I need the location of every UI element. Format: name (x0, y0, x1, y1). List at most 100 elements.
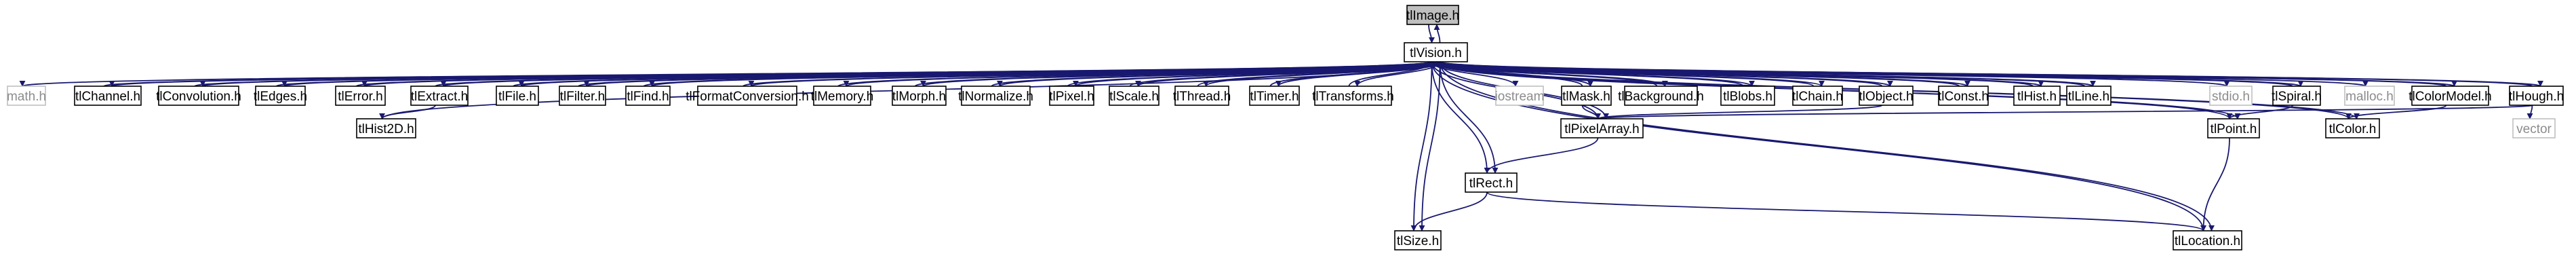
node-box (1495, 86, 1544, 106)
node-tlTransforms[interactable]: tlTransforms.h (1312, 86, 1394, 106)
node-box (1720, 86, 1775, 106)
node-tlFormatConversion[interactable]: tlFormatConversion.h (686, 86, 809, 106)
node-label: tlEdges.h (254, 90, 307, 104)
node-label: tlBackground.h (1618, 90, 1704, 104)
node-tlMask[interactable]: tlMask.h (1561, 86, 1612, 106)
node-label: tlBlobs.h (1723, 90, 1772, 104)
node-box (2013, 86, 2061, 106)
node-box (410, 86, 469, 106)
node-tlFilter[interactable]: tlFilter.h (559, 86, 606, 106)
node-box (1174, 86, 1229, 106)
node-label: tlFile.h (498, 90, 536, 104)
edge-tlImage-to-tlVision (1428, 24, 1435, 43)
node-label: tlChannel.h (75, 90, 140, 104)
node-iostream: iostream (1495, 86, 1544, 106)
edge-tlTransforms-to-tlVision (1348, 61, 1435, 87)
node-label: tlFind.h (627, 90, 669, 104)
node-tlNormalize[interactable]: tlNormalize.h (958, 86, 1033, 106)
node-tlSpiral[interactable]: tlSpiral.h (2272, 86, 2322, 106)
node-tlMemory[interactable]: tlMemory.h (811, 86, 874, 106)
node-label: tlMemory.h (811, 90, 874, 104)
node-tlMorph[interactable]: tlMorph.h (892, 86, 947, 106)
node-tlBackground[interactable]: tlBackground.h (1618, 86, 1704, 106)
node-tlColorModel[interactable]: tlColorModel.h (2409, 86, 2492, 106)
node-math: math.h (7, 86, 46, 106)
node-tlBlobs[interactable]: tlBlobs.h (1720, 86, 1775, 106)
node-box (1561, 86, 1612, 106)
node-box (7, 86, 46, 106)
node-tlRect[interactable]: tlRect.h (1465, 172, 1518, 193)
node-label: vector (2516, 122, 2552, 136)
node-label: math.h (7, 90, 46, 104)
node-tlHough[interactable]: tlHough.h (2509, 86, 2564, 106)
node-label: tlError.h (338, 90, 383, 104)
node-box (1404, 42, 1468, 62)
node-box (2272, 86, 2321, 106)
node-vector: vector (2512, 118, 2556, 138)
node-malloc: malloc.h (2344, 86, 2395, 106)
node-tlConvolution[interactable]: tlConvolution.h (156, 86, 241, 106)
node-tlScale[interactable]: tlScale.h (1109, 86, 1160, 106)
node-box (2411, 86, 2489, 106)
node-box (2512, 118, 2556, 138)
edge-tlLocation-to-tlVision (1429, 61, 2204, 231)
node-box (2344, 86, 2395, 106)
node-box (496, 86, 539, 106)
node-tlPixel[interactable]: tlPixel.h (1049, 86, 1094, 106)
node-tlExtract[interactable]: tlExtract.h (410, 86, 469, 106)
node-tlPixelArray[interactable]: tlPixelArray.h (1560, 118, 1644, 138)
node-box (158, 86, 239, 106)
node-tlEdges[interactable]: tlEdges.h (254, 86, 307, 106)
node-label: stdio.h (2212, 90, 2250, 104)
edge-tlVision-to-tlSize (1419, 61, 1441, 231)
node-tlVision[interactable]: tlVision.h (1404, 42, 1468, 62)
node-box (2209, 86, 2253, 106)
node-box (961, 86, 1031, 106)
node-label: tlColor.h (2329, 122, 2377, 136)
node-label: tlScale.h (1109, 90, 1159, 104)
node-box (74, 86, 142, 106)
node-box (335, 86, 386, 106)
node-label: tlSize.h (1397, 234, 1439, 248)
node-tlChannel[interactable]: tlChannel.h (74, 86, 142, 106)
node-tlTimer[interactable]: tlTimer.h (1249, 86, 1300, 106)
node-box (1792, 86, 1843, 106)
node-tlThread[interactable]: tlThread.h (1173, 86, 1231, 106)
node-box (1049, 86, 1094, 106)
node-stdio: stdio.h (2209, 86, 2253, 106)
node-label: tlThread.h (1173, 90, 1231, 104)
node-label: tlVision.h (1410, 46, 1462, 60)
node-tlConst[interactable]: tlConst.h (1938, 86, 1989, 106)
node-tlFile[interactable]: tlFile.h (496, 86, 539, 106)
node-label: tlFormatConversion.h (686, 90, 809, 104)
node-tlChain[interactable]: tlChain.h (1792, 86, 1843, 106)
node-tlSize[interactable]: tlSize.h (1394, 230, 1442, 250)
node-label: tlMask.h (1562, 90, 1610, 104)
node-label: tlObject.h (1859, 90, 1913, 104)
node-box (697, 86, 797, 106)
node-box (255, 86, 306, 106)
node-tlHist2D[interactable]: tlHist2D.h (356, 118, 416, 138)
edge-tlColorModel-to-tlColor (2345, 105, 2447, 119)
node-tlColor[interactable]: tlColor.h (2325, 118, 2380, 138)
node-box (1249, 86, 1300, 106)
node-tlLine[interactable]: tlLine.h (2066, 86, 2112, 106)
node-box (1406, 5, 1459, 25)
node-box (1394, 230, 1442, 250)
node-tlPoint[interactable]: tlPoint.h (2207, 118, 2260, 138)
node-tlError[interactable]: tlError.h (335, 86, 386, 106)
node-box (2173, 230, 2242, 250)
node-tlImage[interactable]: tlImage.h (1406, 5, 1459, 25)
node-box (2207, 118, 2260, 138)
edge-tlPoint-to-tlLocation (2200, 137, 2230, 231)
node-box (1859, 86, 1914, 106)
node-tlLocation[interactable]: tlLocation.h (2173, 230, 2242, 250)
node-label: tlLine.h (2068, 90, 2109, 104)
node-tlFind[interactable]: tlFind.h (625, 86, 671, 106)
node-tlHist[interactable]: tlHist.h (2013, 86, 2061, 106)
edge-tlRect-to-tlVision (1429, 61, 1488, 174)
node-tlObject[interactable]: tlObject.h (1859, 86, 1914, 106)
node-label: tlTransforms.h (1312, 90, 1394, 104)
node-box (559, 86, 606, 106)
